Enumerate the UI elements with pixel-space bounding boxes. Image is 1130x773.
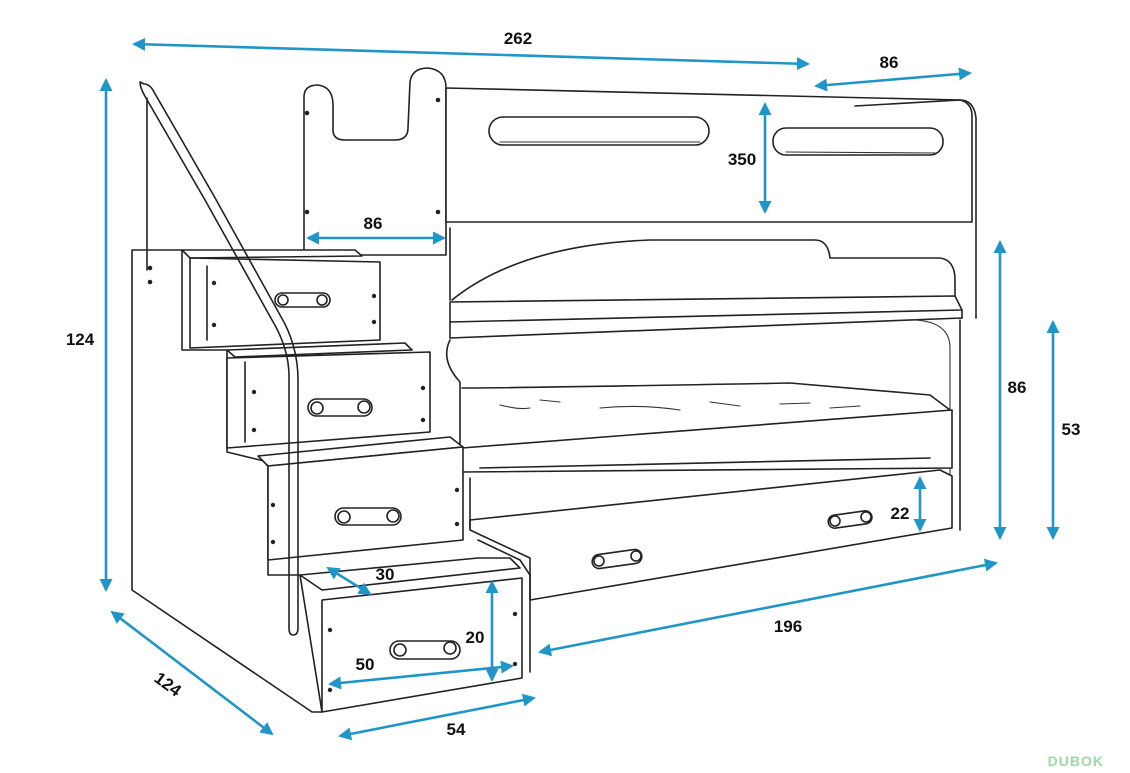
step-width-arrow xyxy=(338,693,536,741)
ladder-width-label: 86 xyxy=(364,214,383,233)
step-depth-arrow xyxy=(326,566,372,596)
width-top-arrow xyxy=(814,67,972,92)
lower-height-label: 86 xyxy=(1008,378,1027,397)
total-length-label: 262 xyxy=(504,29,532,48)
trundle-drawer xyxy=(469,469,953,601)
drawer-height-label: 22 xyxy=(891,504,910,523)
brand-watermark: DUBOK xyxy=(1047,753,1104,769)
step-depth-label: 30 xyxy=(376,565,395,584)
depth-arrow xyxy=(110,610,274,736)
trundle-height-label: 53 xyxy=(1062,420,1081,439)
bed-length-label: 196 xyxy=(774,617,802,636)
total-height-label: 124 xyxy=(66,330,95,349)
backrest-gap-label: 350 xyxy=(728,150,756,169)
depth-label: 124 xyxy=(151,668,186,700)
handrail xyxy=(139,81,299,636)
dimension-lines xyxy=(99,37,1060,741)
staircase xyxy=(131,81,531,713)
stair-drawer-3 xyxy=(267,446,464,561)
width-top-label: 86 xyxy=(880,53,899,72)
step-inner-arrow xyxy=(328,660,514,690)
step-width-label: 54 xyxy=(447,720,466,739)
upper-bed-platform xyxy=(449,295,963,323)
total-length-arrow xyxy=(132,37,810,71)
step-height-label: 20 xyxy=(466,628,485,647)
bed-length-arrow xyxy=(538,558,998,657)
step-inner-label: 50 xyxy=(356,655,375,674)
